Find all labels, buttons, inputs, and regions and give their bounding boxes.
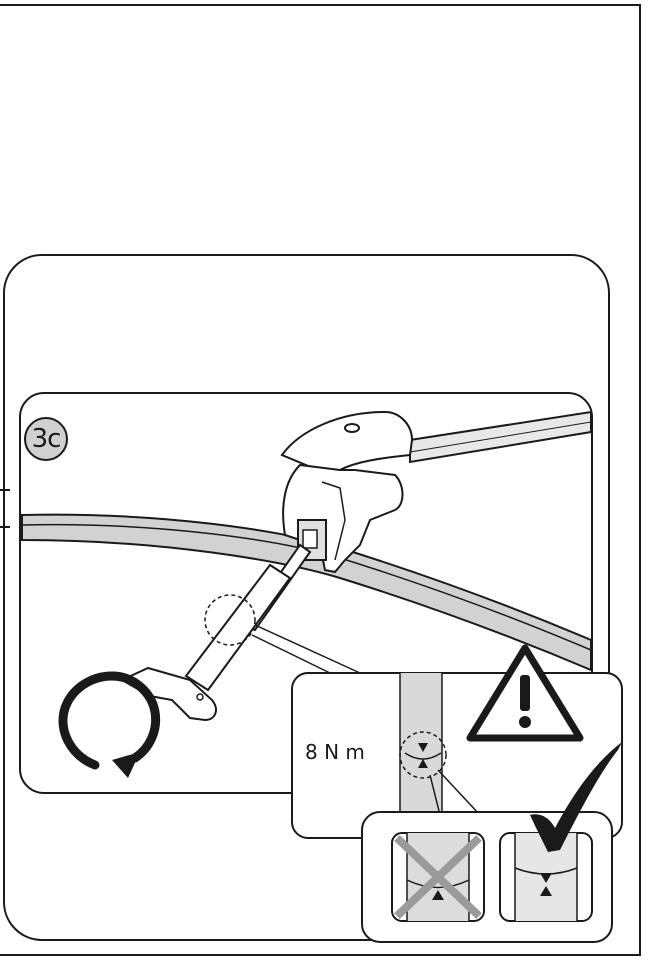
rack-foot-detail xyxy=(321,481,346,561)
incorrect-example xyxy=(391,832,485,922)
callout-line-4 xyxy=(429,774,441,816)
roof-scene xyxy=(21,410,592,778)
callout-line-3 xyxy=(437,769,481,816)
rotate-clockwise-icon xyxy=(58,671,161,778)
step-number: 3c xyxy=(31,424,62,454)
warning-triangle-icon xyxy=(466,644,584,742)
rack-foot-body xyxy=(282,463,404,574)
step-badge xyxy=(24,417,68,461)
torque-pointer-bottom xyxy=(418,759,428,768)
outer-frame xyxy=(0,4,641,956)
callout-line-2 xyxy=(251,634,331,674)
callout-line-1 xyxy=(254,624,361,674)
wrench-handle-hole xyxy=(196,693,204,701)
cross-icon xyxy=(394,835,482,919)
torque-value-label: 8 N m xyxy=(305,740,365,764)
torque-indicator-circle xyxy=(399,731,447,779)
scale-highlight-circle xyxy=(204,594,256,646)
torque-pointer-top xyxy=(418,743,428,752)
foot-clamp-bolt xyxy=(302,529,318,549)
checkmark-icon xyxy=(530,742,622,852)
torque-scale-strip xyxy=(400,673,442,838)
crossbar-line xyxy=(409,421,592,453)
rack-foot xyxy=(280,410,414,477)
foot-screw-hole xyxy=(344,423,360,433)
wrench-handle xyxy=(119,666,217,722)
